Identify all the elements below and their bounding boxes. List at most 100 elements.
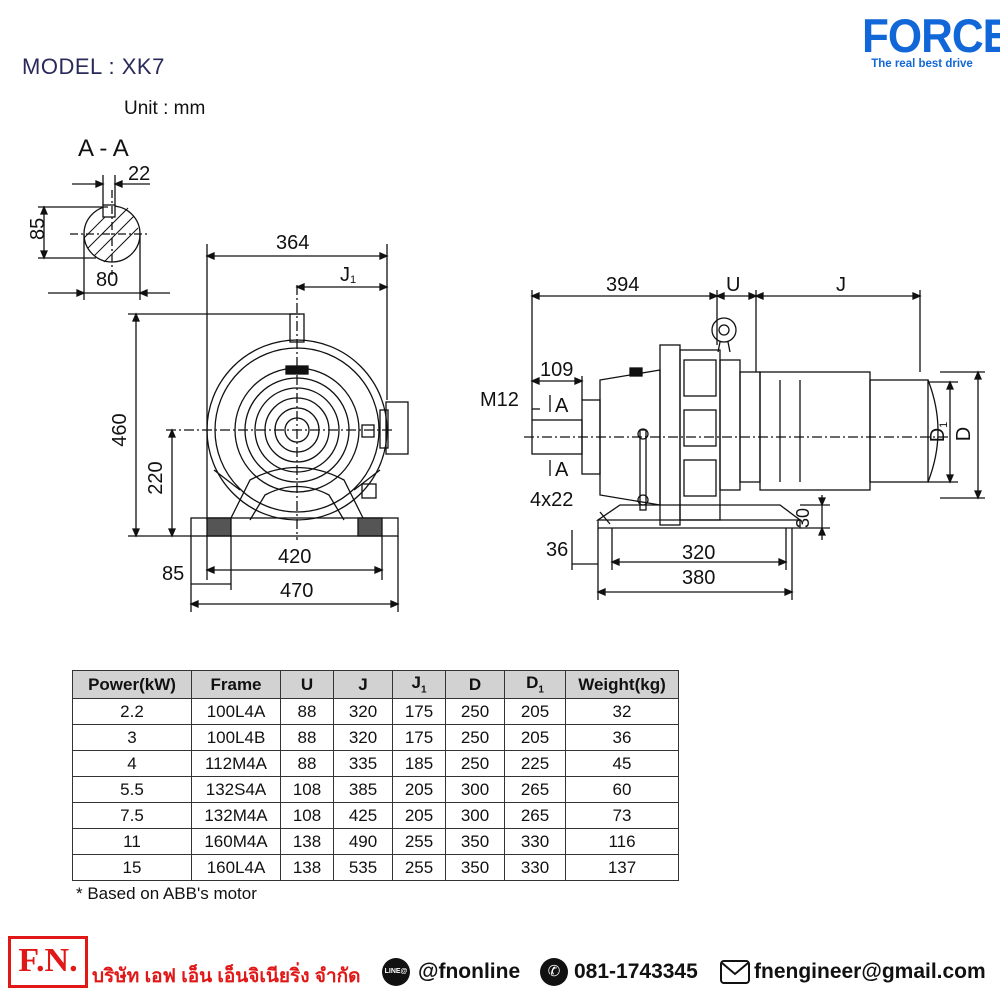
- table-cell: 88: [280, 724, 334, 751]
- company-name: บริษัท เอฟ เอ็น เอ็นจิเนียริ่ง จำกัด: [92, 966, 361, 987]
- table-cell: 185: [392, 750, 446, 777]
- line-icon: LINE@: [382, 958, 410, 986]
- table-cell: 265: [504, 802, 566, 829]
- table-cell: 425: [333, 802, 393, 829]
- section-mark-top: A: [555, 395, 569, 417]
- table-cell: 300: [445, 802, 505, 829]
- table-cell: 205: [504, 698, 566, 725]
- section-label: A - A: [78, 135, 129, 162]
- phone-icon: ✆: [540, 958, 568, 986]
- shaft-section: [38, 175, 170, 300]
- dim-thread: M12: [480, 389, 519, 411]
- table-cell: 100L4A: [191, 698, 281, 725]
- dim-foot-edge: 85: [162, 563, 184, 585]
- table-cell: 205: [392, 776, 446, 803]
- force-logo: FORCE The real best drive: [862, 10, 1000, 70]
- table-cell: 385: [333, 776, 393, 803]
- table-cell: 112M4A: [191, 750, 281, 777]
- table-cell: 160L4A: [191, 854, 281, 881]
- table-cell: 335: [333, 750, 393, 777]
- dim-d1: D1: [927, 422, 950, 443]
- dim-holes: 4x22: [530, 489, 573, 511]
- phone-number[interactable]: 081-1743345: [574, 960, 698, 983]
- table-cell: 160M4A: [191, 828, 281, 855]
- table-cell: 88: [280, 750, 334, 777]
- table-cell: 45: [565, 750, 679, 777]
- table-cell: 255: [392, 828, 446, 855]
- table-cell: 2.2: [72, 698, 192, 725]
- table-cell: 100L4B: [191, 724, 281, 751]
- col-u: U: [280, 670, 334, 699]
- table-cell: 175: [392, 724, 446, 751]
- table-cell: 205: [392, 802, 446, 829]
- side-dims: [530, 290, 985, 600]
- front-view: [166, 285, 409, 540]
- table-header-row: Power(kW) Frame U J J1 D D1 Weight(kg): [72, 670, 679, 699]
- table-cell: 4: [72, 750, 192, 777]
- dim-length: 394: [606, 274, 639, 296]
- dim-height: 460: [109, 413, 131, 446]
- technical-drawing: A - A 22 85 80: [27, 135, 985, 612]
- dim-center-height: 220: [145, 461, 167, 494]
- table-cell: 137: [565, 854, 679, 881]
- table-cell: 265: [504, 776, 566, 803]
- dim-base-outer: 380: [682, 567, 715, 589]
- dim-d: D: [953, 427, 975, 441]
- line-handle[interactable]: @fnonline: [418, 960, 521, 983]
- table-cell: 60: [565, 776, 679, 803]
- fn-logo: F.N.: [8, 936, 88, 988]
- col-j1: J1: [392, 670, 446, 699]
- table-cell: 36: [565, 724, 679, 751]
- spec-table: Power(kW) Frame U J J1 D D1 Weight(kg) 2…: [72, 670, 679, 881]
- table-cell: 320: [333, 724, 393, 751]
- table-cell: 32: [565, 698, 679, 725]
- footer: F.N. บริษัท เอฟ เอ็น เอ็นจิเนียริ่ง จำกั…: [8, 936, 998, 992]
- dim-j1: J1: [340, 264, 356, 286]
- table-cell: 11: [72, 828, 192, 855]
- email-address[interactable]: fnengineer@gmail.com: [754, 960, 986, 983]
- dim-u: U: [726, 274, 740, 296]
- table-cell: 138: [280, 828, 334, 855]
- table-cell: 535: [333, 854, 393, 881]
- table-cell: 225: [504, 750, 566, 777]
- table-cell: 73: [565, 802, 679, 829]
- table-cell: 5.5: [72, 776, 192, 803]
- table-cell: 15: [72, 854, 192, 881]
- dim-shaft-height: 85: [27, 218, 49, 240]
- table-cell: 138: [280, 854, 334, 881]
- brand-name: FORCE: [862, 10, 1000, 63]
- model-title: MODEL : XK7: [22, 54, 165, 79]
- dim-offset: 36: [546, 539, 568, 561]
- table-cell: 88: [280, 698, 334, 725]
- table-cell: 7.5: [72, 802, 192, 829]
- dim-shaft-dia: 80: [96, 269, 118, 291]
- col-weight: Weight(kg): [565, 670, 679, 699]
- table-cell: 175: [392, 698, 446, 725]
- dim-base-inner: 320: [682, 542, 715, 564]
- table-cell: 350: [445, 828, 505, 855]
- table-cell: 300: [445, 776, 505, 803]
- dim-foot-outer: 470: [280, 580, 313, 602]
- section-mark-bottom: A: [555, 459, 569, 481]
- side-view: [524, 317, 950, 529]
- mail-icon: [720, 960, 750, 984]
- table-cell: 330: [504, 854, 566, 881]
- table-cell: 3: [72, 724, 192, 751]
- dim-base-thick: 30: [793, 508, 813, 528]
- front-dims: [128, 244, 400, 612]
- footnote: * Based on ABB's motor: [76, 884, 257, 903]
- table-cell: 108: [280, 802, 334, 829]
- col-d: D: [445, 670, 505, 699]
- table-cell: 320: [333, 698, 393, 725]
- dim-shaft-len: 109: [540, 359, 573, 381]
- brand-tagline: The real best drive: [871, 58, 973, 70]
- dim-overall-width: 364: [276, 232, 309, 254]
- table-cell: 205: [504, 724, 566, 751]
- unit-label: Unit : mm: [124, 98, 206, 119]
- table-cell: 250: [445, 698, 505, 725]
